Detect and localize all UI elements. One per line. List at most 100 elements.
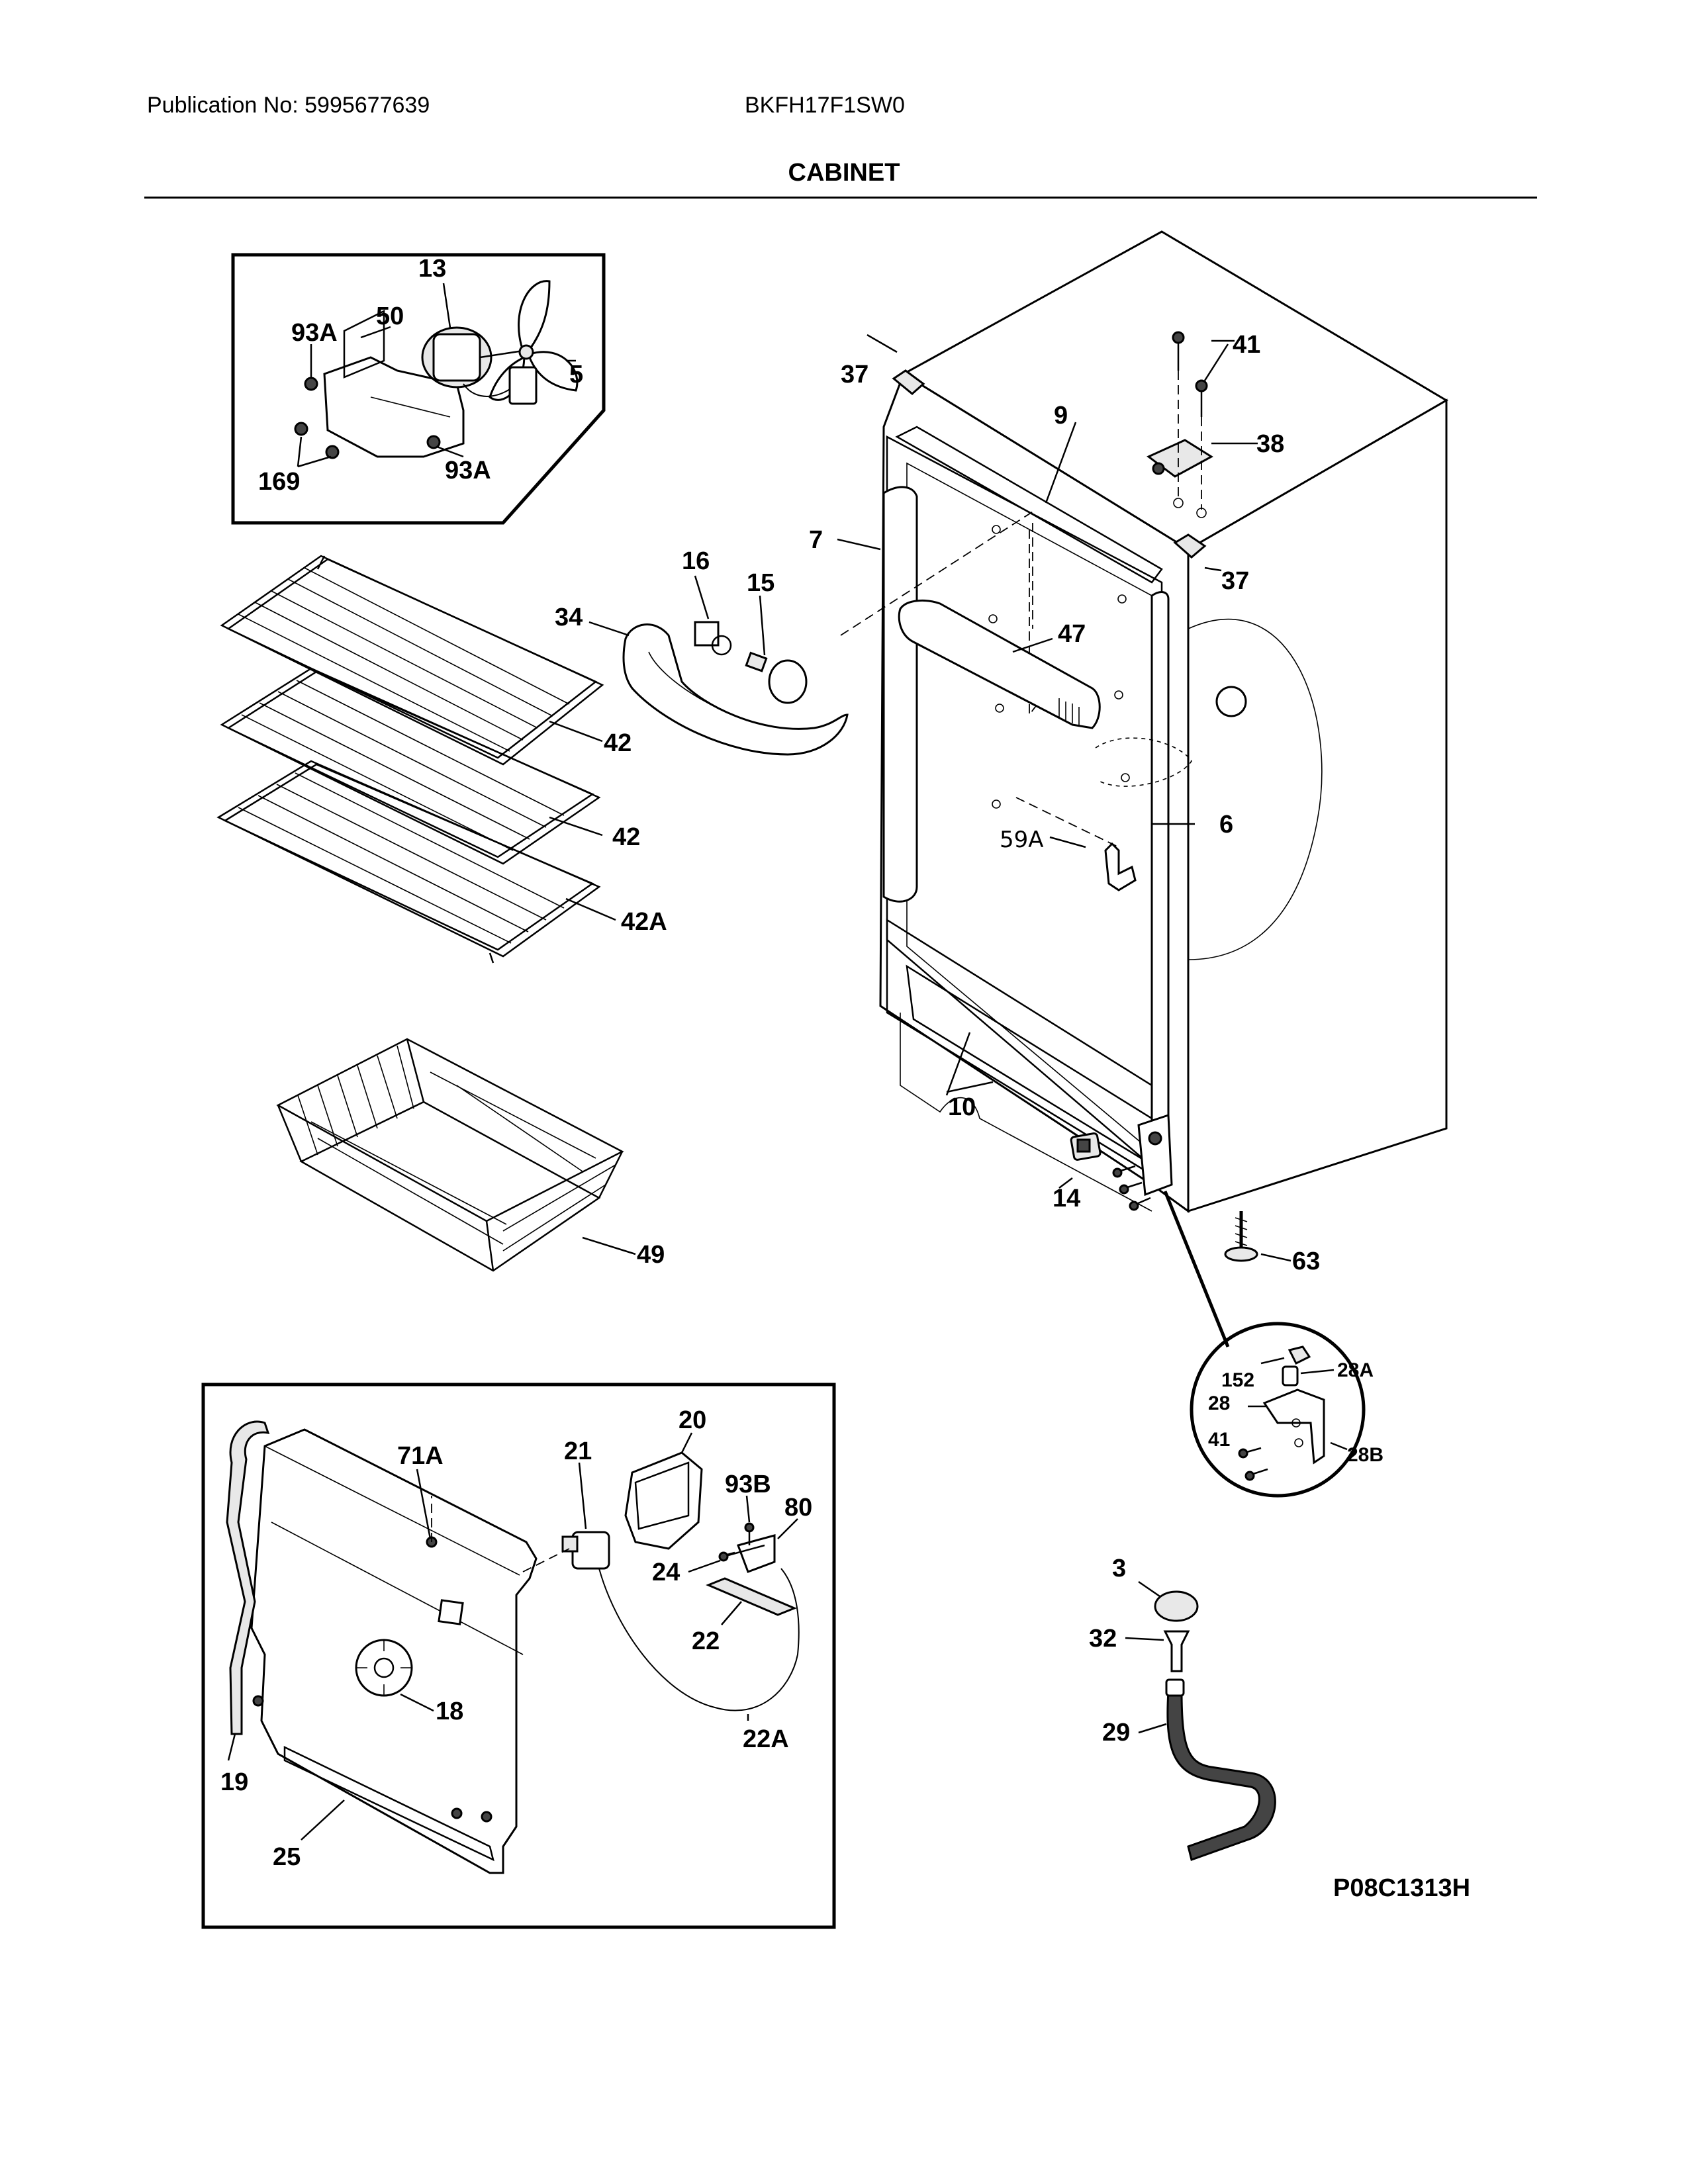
motor-bracket (323, 356, 465, 458)
bottom-hinge (1137, 1113, 1173, 1197)
callout-80: 80 (784, 1494, 812, 1522)
fan-motor-inset: 13 50 93A 5 169 93A (231, 253, 606, 525)
callout-42a: 42A (621, 908, 667, 936)
figure-code: P08C1313H (1333, 1874, 1471, 1902)
breaker-strip-right (1150, 591, 1170, 1137)
callout-6: 6 (1219, 811, 1233, 839)
light-socket (694, 621, 720, 647)
hinge-cover-top-right (1173, 533, 1207, 559)
cabinet-side-panel-bulge (1188, 619, 1323, 960)
callout-22: 22 (692, 1627, 720, 1655)
callout-15: 15 (747, 569, 774, 597)
callout-59a: 59A (1000, 827, 1044, 853)
callout-50: 50 (376, 302, 404, 330)
shelf-upper (220, 555, 604, 766)
callout-32: 32 (1089, 1625, 1117, 1653)
hinge-cover-top-left (892, 369, 925, 395)
callout-41-hinge: 41 (1208, 1429, 1230, 1451)
callout-71a: 71A (397, 1442, 444, 1470)
leveling-leg (1224, 1246, 1258, 1262)
callout-28a: 28A (1337, 1359, 1374, 1381)
callout-29: 29 (1102, 1719, 1130, 1747)
screw-93a-bottom (426, 435, 441, 449)
heater-bracket (737, 1534, 776, 1573)
hinge-bracket (1262, 1388, 1325, 1465)
light-assembly: 16 15 34 (555, 547, 849, 756)
top-hinge-screw-2 (1195, 379, 1208, 392)
bracket-tab (343, 309, 385, 379)
fan-motor-inset-frame (231, 253, 606, 525)
lower-hardware: 14 63 (1053, 1113, 1320, 1347)
callout-152: 152 (1221, 1369, 1254, 1391)
callout-42-b: 42 (612, 823, 640, 851)
drain-plug (1163, 1630, 1190, 1672)
header-rule (144, 197, 1537, 199)
hinge-detail-circle (1190, 1322, 1366, 1498)
callout-93a-top: 93A (291, 319, 338, 347)
breaker-strip-left (882, 486, 918, 903)
air-duct-cover (898, 600, 1101, 729)
callout-20: 20 (679, 1406, 706, 1434)
callout-3: 3 (1112, 1555, 1126, 1582)
callout-9: 9 (1054, 402, 1068, 430)
callout-49: 49 (637, 1241, 665, 1269)
top-hinge-screw-1 (1172, 331, 1185, 344)
hinge-pin (1282, 1365, 1299, 1387)
hinge-pin-bushing (1288, 1345, 1311, 1365)
light-bulb (768, 659, 808, 704)
hinge-detail-inset: 152 28A 28 41 28B (1190, 1322, 1383, 1498)
callout-47: 47 (1058, 620, 1086, 648)
callout-37-right: 37 (1221, 567, 1249, 595)
fan-blade (518, 280, 551, 352)
callout-22a: 22A (743, 1725, 789, 1753)
callout-28b: 28B (1347, 1444, 1383, 1466)
callout-14: 14 (1053, 1185, 1080, 1212)
drain-assembly: 3 32 29 (1089, 1555, 1276, 1861)
publication-number: Publication No: 5995677639 (147, 93, 430, 118)
motor-harness-plug (508, 366, 538, 405)
door-gasket-top (895, 426, 1163, 584)
callout-93b: 93B (725, 1471, 771, 1498)
screw-93a-top (304, 377, 318, 391)
wire-basket: 49 (276, 1038, 665, 1272)
drain-tube (1166, 1690, 1276, 1861)
callout-38: 38 (1256, 430, 1284, 458)
callout-16: 16 (682, 547, 710, 575)
callout-28: 28 (1208, 1392, 1230, 1414)
shelf-lower (216, 760, 601, 964)
freezer-cabinet: 37 41 9 38 7 37 47 59A 6 10 (809, 230, 1448, 1213)
callout-34: 34 (555, 604, 583, 631)
timer-cover (624, 1451, 703, 1550)
callout-10: 10 (948, 1093, 976, 1121)
heater-harness (598, 1568, 800, 1711)
callout-41-top: 41 (1233, 331, 1260, 359)
callout-25: 25 (273, 1843, 301, 1871)
panel-flange (283, 1746, 494, 1862)
callout-63: 63 (1292, 1248, 1320, 1275)
light-shield (622, 623, 849, 756)
defrost-heater (706, 1577, 797, 1616)
callout-5: 5 (569, 361, 583, 388)
callout-93a-bottom: 93A (445, 457, 491, 484)
shelf-support (1104, 842, 1137, 891)
callout-24: 24 (652, 1559, 680, 1586)
liner-holes (988, 525, 1130, 809)
seal-strip (226, 1420, 270, 1735)
back-panel-inset: 20 71A 21 93B 80 24 22 18 22A 19 25 (201, 1383, 836, 1929)
callout-18: 18 (436, 1698, 463, 1725)
section-title: CABINET (788, 159, 900, 187)
screw-169 (294, 422, 308, 436)
back-panel-inset-frame (201, 1383, 836, 1929)
wire-shelves: 42 42 42A (216, 555, 667, 964)
model-number: BKFH17F1SW0 (745, 93, 905, 118)
callout-37-top: 37 (841, 361, 868, 388)
drain-cap (1154, 1590, 1199, 1622)
shelf-middle (220, 667, 601, 865)
callout-169: 169 (258, 468, 300, 496)
callout-42-a: 42 (604, 729, 632, 757)
callout-7: 7 (809, 526, 823, 554)
callout-21: 21 (564, 1437, 592, 1465)
callout-19: 19 (220, 1768, 248, 1796)
callout-13: 13 (418, 255, 446, 283)
